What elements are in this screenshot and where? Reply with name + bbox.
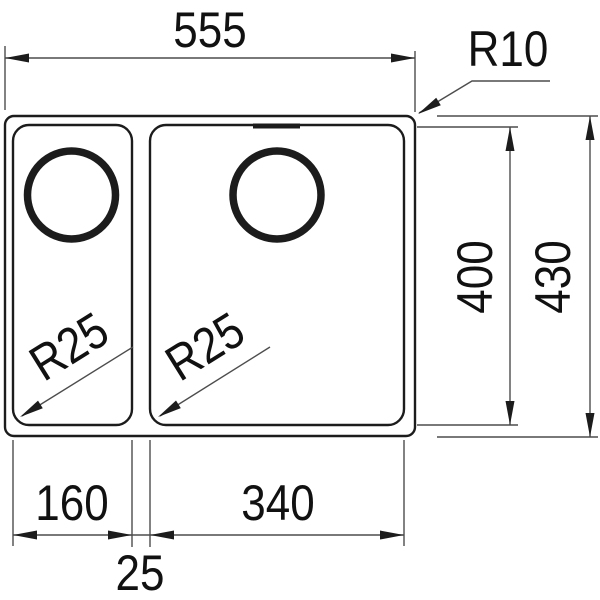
dim-left-bowl-radius: R25 xyxy=(20,301,134,417)
arrowhead-bottom xyxy=(585,413,595,437)
dim-overall-width: 555 xyxy=(4,1,416,112)
dim-overall-depth: 430 xyxy=(437,115,598,438)
dim-label-overall-depth: 430 xyxy=(524,240,580,313)
overflow-mark xyxy=(253,123,300,129)
dim-label-left-bowl-radius: R25 xyxy=(20,301,118,391)
arrowhead-right xyxy=(391,53,415,63)
dim-label-overall-width: 555 xyxy=(173,1,246,57)
dim-right-bowl-radius: R25 xyxy=(156,301,271,417)
dim-label-right-bowl-width: 340 xyxy=(241,474,314,530)
dim-bowl-depth: 400 xyxy=(417,126,518,426)
arrowhead-top xyxy=(505,127,515,151)
arrowhead-left-bowl-left xyxy=(13,530,37,540)
dim-label-divider-width: 25 xyxy=(116,544,165,600)
arrowhead-right-bowl-left xyxy=(150,530,174,540)
dim-bottom-widths: 160 340 25 xyxy=(12,440,405,600)
leader-line xyxy=(418,80,550,114)
arrowhead xyxy=(158,400,181,417)
left-bowl-outline xyxy=(11,123,134,427)
arrowhead-top xyxy=(585,116,595,140)
sink-outline xyxy=(3,114,417,438)
dim-label-left-bowl-width: 160 xyxy=(35,474,108,530)
arrowhead-bottom xyxy=(505,401,515,425)
arrowhead xyxy=(418,97,441,114)
arrowhead xyxy=(20,400,43,417)
dim-corner-radius: R10 xyxy=(418,20,550,114)
dim-label-corner-radius: R10 xyxy=(468,20,549,76)
leader-line xyxy=(21,346,134,417)
left-bowl-drain-hole xyxy=(23,147,120,243)
sink-body xyxy=(3,114,417,438)
dim-label-bowl-depth: 400 xyxy=(446,240,502,313)
right-bowl-drain-hole xyxy=(229,147,325,243)
arrowhead-right-bowl-right xyxy=(380,530,404,540)
arrowhead-left-bowl-right xyxy=(108,530,132,540)
dim-label-right-bowl-radius: R25 xyxy=(156,301,254,391)
arrowhead-left xyxy=(5,53,29,63)
